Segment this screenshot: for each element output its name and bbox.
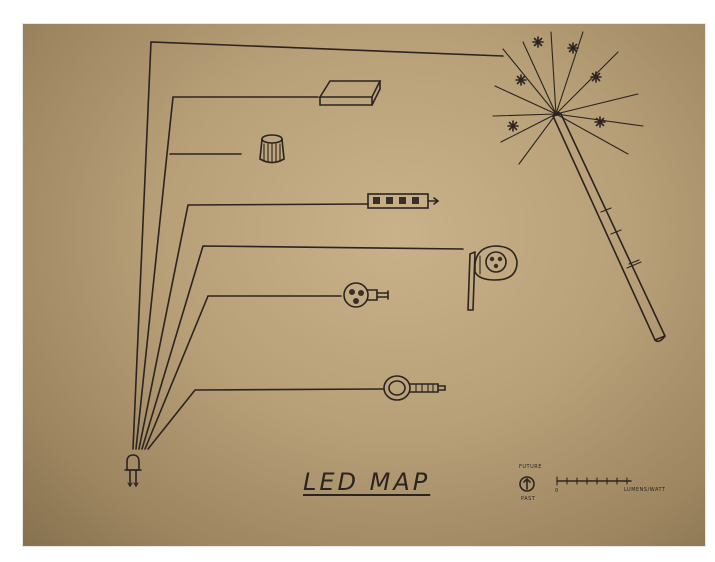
led-cluster-icon [344,283,388,307]
line-to-wand [133,42,503,449]
future-label: FUTURE [519,464,542,470]
arrow-up-icon [520,477,534,491]
line-to-socket [148,389,383,449]
led-map-photo: LED MAP FUTURE PAST 0 LUMENS/WATT [23,24,705,546]
star-icon [533,37,543,47]
led-icon [125,455,141,486]
star-icon [591,72,601,82]
line-to-cluster [145,296,341,449]
line-to-strip [139,204,368,449]
scale-bar [557,477,631,485]
led-panel-icon [320,81,380,105]
led-strip-icon [368,194,438,208]
led-bulb-socket-icon [384,376,445,400]
magic-wand-icon [553,112,665,341]
scale-start-label: 0 [555,488,559,494]
star-icon [595,117,605,127]
line-to-panel [136,97,318,449]
past-label: PAST [521,496,535,502]
sparkle-rays [493,32,643,164]
page-title: LED MAP [303,468,430,496]
star-icon [508,121,518,131]
line-to-lamp [142,246,463,449]
led-lamp-icon [468,246,517,310]
star-icon [516,75,526,85]
connection-lines [133,42,503,449]
led-bulb-icon [260,135,284,163]
scale-end-label: LUMENS/WATT [624,487,666,493]
star-icon [568,43,578,53]
